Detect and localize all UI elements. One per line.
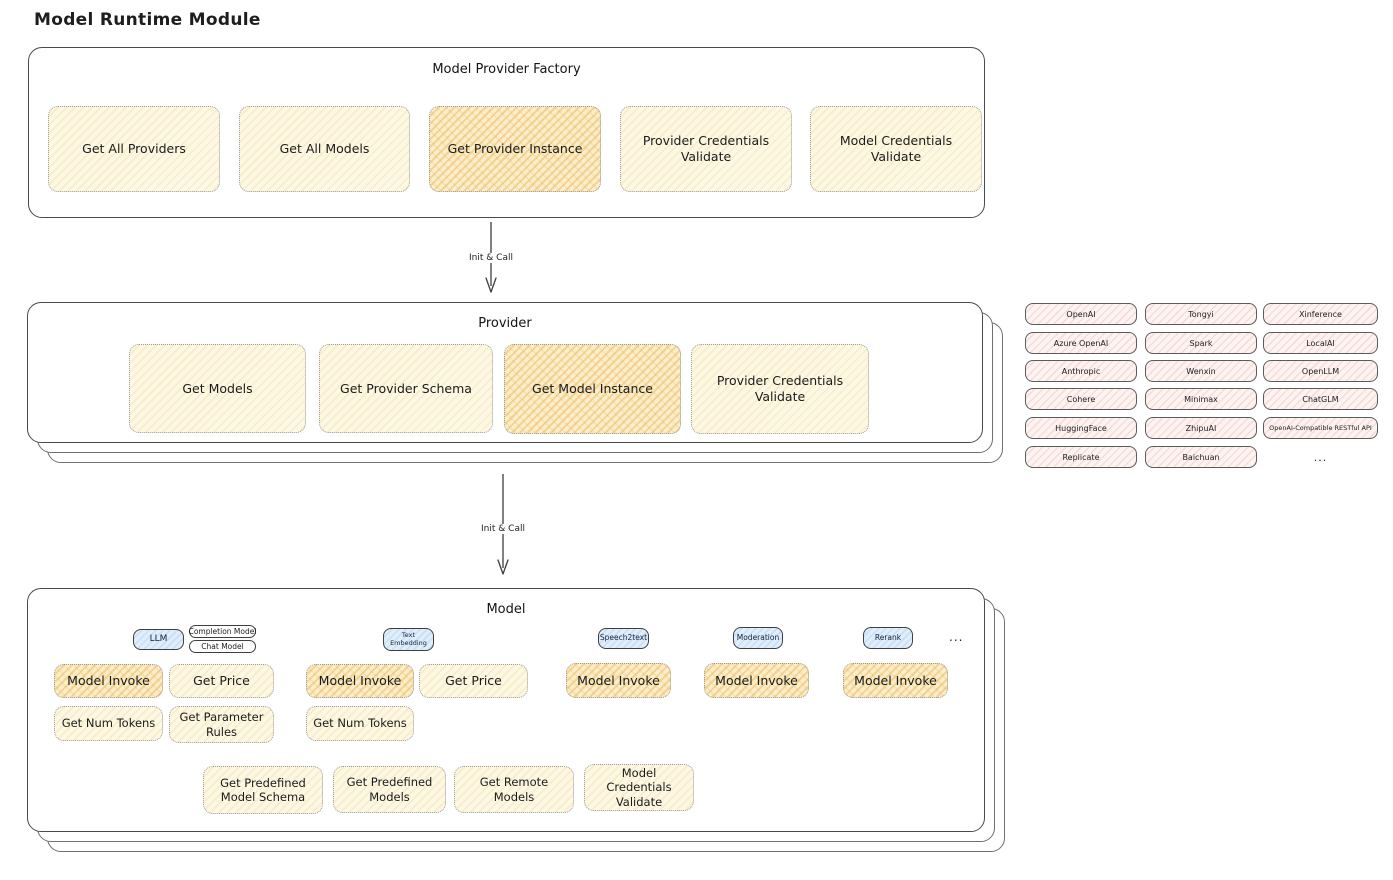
text-embedding-get-num-tokens: Get Num Tokens [306,706,414,741]
factory-get-all-models: Get All Models [239,106,410,192]
llm-model-invoke: Model Invoke [54,664,163,698]
model-types-ellipsis: ... [949,630,964,644]
model-type-rerank: Rerank [863,627,913,649]
model-type-chat-model: Chat Model [189,640,256,653]
provider-chip-spark: Spark [1145,332,1257,354]
provider-chip-cohere: Cohere [1025,388,1137,410]
factory-model-credentials-validate: Model Credentials Validate [810,106,982,192]
provider-chip-openllm: OpenLLM [1263,360,1378,382]
provider-chip-localai: LocalAI [1263,332,1378,354]
factory-get-all-providers: Get All Providers [48,106,220,192]
text-embedding-model-invoke: Model Invoke [306,664,414,698]
provider-chip-azure-openai: Azure OpenAI [1025,332,1137,354]
model-type-llm: LLM [133,629,184,650]
provider-chip-openai: OpenAI [1025,303,1137,325]
model-title: Model [486,602,526,617]
provider-box: Provider Get Models Get Provider Schema … [27,302,983,443]
init-call-label-1: Init & Call [465,253,517,263]
provider-title: Provider [478,316,532,331]
model-box: Model LLM Completion Model Chat Model Te… [27,588,985,832]
provider-provider-credentials-validate: Provider Credentials Validate [691,344,869,434]
model-provider-factory-box: Model Provider Factory Get All Providers… [28,47,985,218]
provider-chip-openai-compatible-restful-api: OpenAI-Compatible RESTful API [1263,417,1378,439]
speech2text-model-invoke: Model Invoke [566,663,671,698]
factory-provider-credentials-validate: Provider Credentials Validate [620,106,792,192]
model-type-moderation: Moderation [733,627,783,649]
llm-get-parameter-rules: Get Parameter Rules [169,706,274,743]
llm-get-price: Get Price [169,664,274,698]
get-predefined-model-schema: Get Predefined Model Schema [203,766,323,814]
model-credentials-validate: Model Credentials Validate [584,764,694,811]
provider-chip-wenxin: Wenxin [1145,360,1257,382]
provider-chip-tongyi: Tongyi [1145,303,1257,325]
provider-chip-baichuan: Baichuan [1145,446,1257,468]
provider-get-models: Get Models [129,344,306,433]
model-type-completion-model: Completion Model [188,625,257,638]
factory-get-provider-instance: Get Provider Instance [429,106,601,192]
provider-chip-minimax: Minimax [1145,388,1257,410]
rerank-model-invoke: Model Invoke [843,663,948,698]
text-embedding-get-price: Get Price [419,664,528,698]
factory-title: Model Provider Factory [432,62,581,77]
provider-chip-replicate: Replicate [1025,446,1137,468]
get-remote-models: Get Remote Models [454,766,574,813]
moderation-model-invoke: Model Invoke [704,663,809,698]
provider-chip-xinference: Xinference [1263,303,1378,325]
page-title: Model Runtime Module [34,10,261,30]
provider-get-model-instance: Get Model Instance [504,344,681,434]
model-type-text-embedding: Text Embedding [383,628,434,651]
get-predefined-models: Get Predefined Models [333,766,446,813]
provider-chip-anthropic: Anthropic [1025,360,1137,382]
init-call-label-2: Init & Call [477,524,529,534]
provider-chip-zhipuai: ZhipuAI [1145,417,1257,439]
llm-get-num-tokens: Get Num Tokens [54,706,163,741]
model-type-speech2text: Speech2text [598,628,649,649]
provider-list-ellipsis: ... [1313,450,1328,464]
provider-get-provider-schema: Get Provider Schema [319,344,493,433]
provider-chip-huggingface: HuggingFace [1025,417,1137,439]
provider-chip-chatglm: ChatGLM [1263,388,1378,410]
arrow-provider-to-model [497,474,509,575]
